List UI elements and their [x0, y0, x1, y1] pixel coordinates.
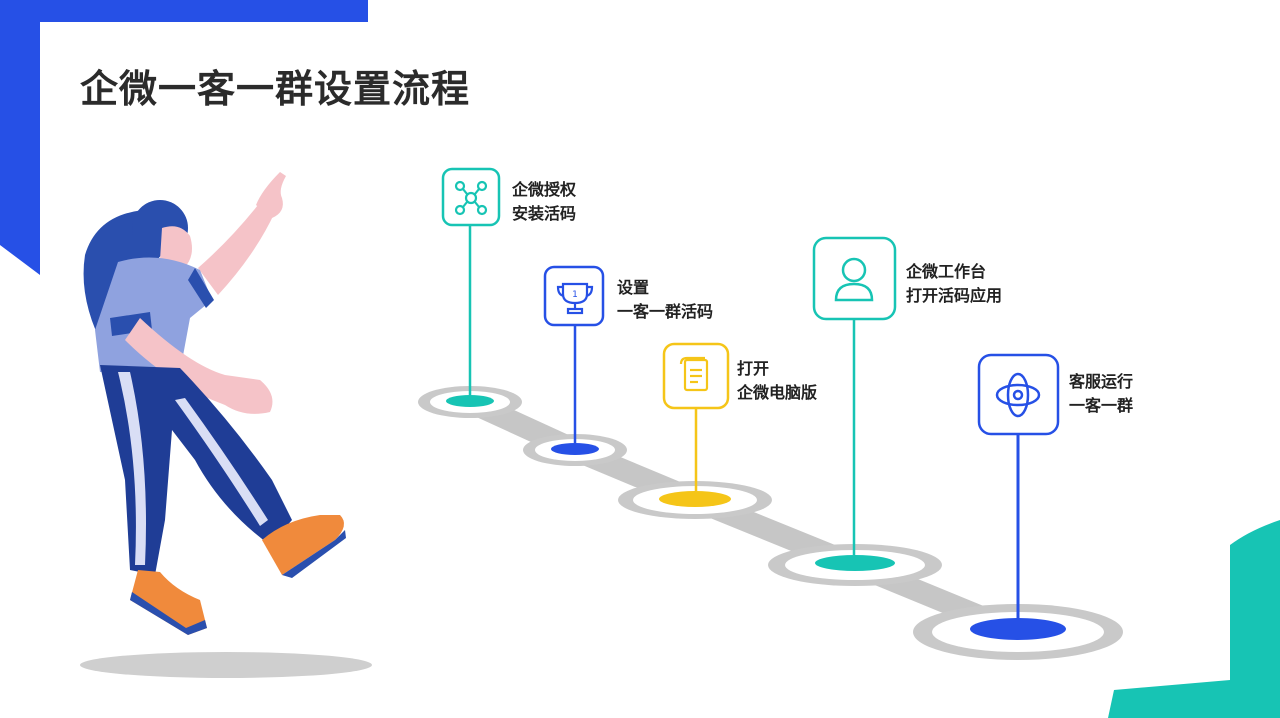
- orbit-icon: [995, 372, 1041, 418]
- step-1-label: 企微授权 安装活码: [512, 178, 576, 226]
- step-4-label-line2: 打开活码应用: [906, 286, 1003, 305]
- character-shadow: [80, 652, 372, 678]
- step-4-icon-box: [812, 236, 897, 321]
- step-2-label-line2: 一客一群活码: [617, 302, 714, 321]
- step-2-icon-box: [543, 265, 605, 327]
- step-5-icon-box: [977, 353, 1060, 436]
- trophy-icon: 1: [556, 282, 594, 315]
- corner-decoration-top-left: [0, 0, 368, 275]
- step-2-label-line1: 设置: [617, 278, 650, 297]
- step-5-label-line1: 客服运行: [1069, 372, 1134, 391]
- step-1-label-line2: 安装活码: [512, 204, 577, 223]
- step-1-icon-box: [441, 167, 501, 227]
- step-4-label-line1: 企微工作台: [906, 262, 987, 281]
- step-3-node: [618, 342, 772, 519]
- user-icon: [834, 257, 874, 302]
- step-3-label-line2: 企微电脑版: [737, 383, 818, 402]
- step-3-label-line1: 打开: [737, 359, 770, 378]
- step-1-label-line1: 企微授权: [512, 180, 577, 199]
- page-title: 企微一客一群设置流程: [80, 67, 471, 111]
- step-2-node: 1: [523, 265, 627, 466]
- step-4-label: 企微工作台 打开活码应用: [906, 260, 1002, 308]
- step-4-node: [768, 236, 942, 586]
- step-2-label: 设置 一客一群活码: [617, 276, 713, 324]
- step-5-node: [913, 353, 1123, 660]
- svg-text:1: 1: [572, 290, 578, 300]
- character-illustration: [80, 172, 372, 678]
- step-5-label: 客服运行 一客一群: [1069, 370, 1133, 418]
- document-scroll-icon: [679, 356, 709, 392]
- network-icon: [454, 180, 488, 216]
- step-1-node: [418, 167, 522, 418]
- step-3-label: 打开 企微电脑版: [737, 357, 817, 405]
- step-5-label-line2: 一客一群: [1069, 396, 1134, 415]
- corner-decoration-bottom-right: [1108, 520, 1280, 718]
